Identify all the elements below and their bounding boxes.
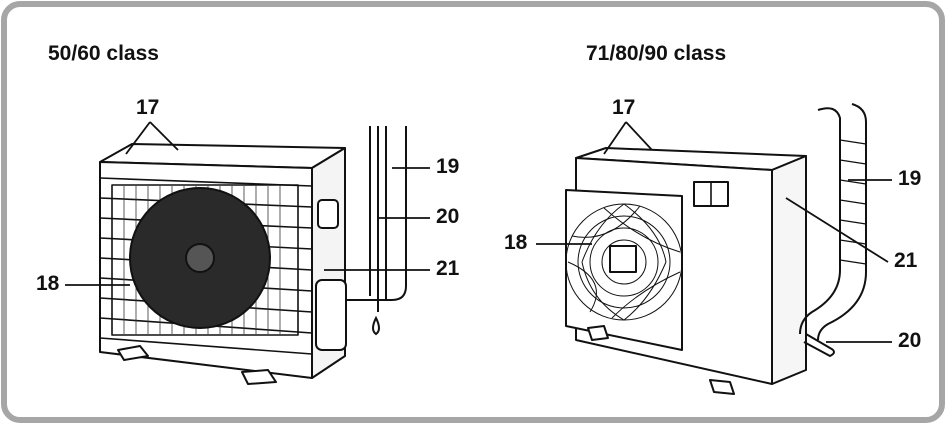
- valve-cover: [315, 279, 347, 351]
- insulated-hose-right: [799, 103, 867, 358]
- callout-17-left: 17: [136, 96, 160, 119]
- callout-18-right: 18: [504, 231, 528, 254]
- callout-20-left: 20: [436, 205, 460, 228]
- heading-71-80-90-class: 71/80/90 class: [586, 42, 727, 65]
- fan-hub: [185, 243, 215, 273]
- callout-lines-right: [536, 121, 892, 343]
- heading-50-60-class: 50/60 class: [48, 42, 159, 65]
- foot-right: [709, 379, 735, 395]
- callout-17-right: 17: [612, 96, 636, 119]
- spiral-fan-guard: [565, 203, 683, 321]
- drip-drop: [372, 315, 380, 336]
- callout-18-left: 18: [36, 272, 60, 295]
- foot-left: [587, 325, 609, 341]
- outdoor-unit-71-90: [565, 147, 807, 395]
- callout-21-left: 21: [436, 257, 460, 280]
- callout-lines-left: [65, 121, 430, 286]
- drain-pipe-left: [346, 126, 407, 336]
- callout-20-right: 20: [898, 329, 922, 352]
- fan-grille: [111, 184, 299, 336]
- outdoor-unit-50-60: [99, 143, 347, 385]
- fan-centre: [609, 245, 637, 273]
- callout-21-right: 21: [894, 249, 918, 272]
- callout-19-right: 19: [898, 167, 922, 190]
- side-handle: [317, 199, 339, 229]
- foot-left: [117, 345, 149, 361]
- side-panel: [771, 155, 807, 385]
- foot-right: [241, 369, 277, 385]
- callout-19-left: 19: [436, 155, 460, 178]
